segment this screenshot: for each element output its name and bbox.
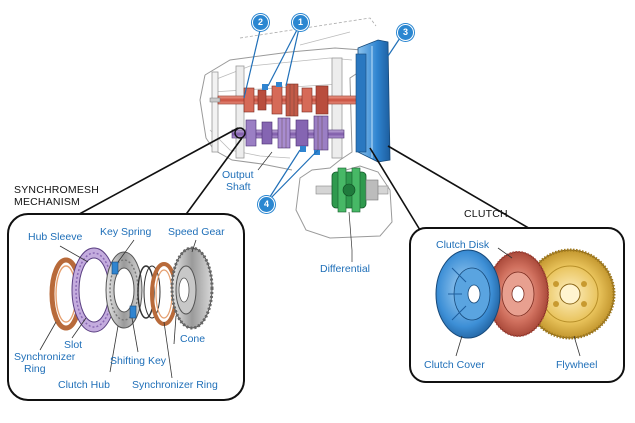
clutch-title: CLUTCH: [464, 208, 508, 220]
synchromesh-parts: [49, 246, 214, 333]
clutch-parts: [435, 248, 616, 340]
callout-3: 3: [397, 24, 414, 41]
clutch-disk-label: Clutch Disk: [436, 239, 490, 251]
differential-label: Differential: [320, 263, 370, 275]
callout-1: 1: [292, 14, 309, 31]
synchronizer-ring-right-label: Synchronizer Ring: [132, 379, 218, 391]
differential-unit: [315, 167, 389, 213]
housing-wall-right: [331, 57, 343, 159]
synchronizer-ring-left-line2: Ring: [24, 362, 46, 375]
callout-2: 2: [252, 14, 269, 31]
transaxle-assembly: [199, 17, 393, 262]
speed-gear-label: Speed Gear: [168, 226, 225, 238]
shift-rod-2: [299, 31, 351, 46]
callout-4: 4: [258, 196, 275, 213]
input-gears: [243, 82, 329, 117]
synchromesh-title-line1: SYNCHROMESH: [14, 184, 100, 196]
slot-label: Slot: [64, 339, 83, 351]
housing-wall-left: [211, 71, 219, 153]
output-shaft-label-line1: Output: [222, 169, 254, 181]
clutch-cover-label: Clutch Cover: [424, 359, 485, 371]
clutch-hub-label: Clutch Hub: [58, 379, 110, 391]
differential-leader: [348, 211, 353, 262]
output-shaft-label-line2: Shaft: [226, 180, 251, 193]
synchromesh-title: SYNCHROMESH MECHANISM: [14, 184, 99, 208]
shifting-key-label: Shifting Key: [110, 355, 167, 367]
zoom-origin-synchro: [234, 127, 246, 139]
output-shaft-label: Output Shaft: [222, 169, 254, 193]
callout-leaders: [243, 21, 405, 204]
flywheel-label: Flywheel: [556, 359, 598, 371]
hub-sleeve-label: Hub Sleeve: [28, 231, 83, 243]
clutch-housing-plate: [355, 53, 367, 153]
output-shaft-leader: [257, 151, 273, 171]
cone-label: Cone: [180, 333, 206, 345]
input-shaft-end: [209, 97, 221, 103]
synchromesh-title-line2: MECHANISM: [14, 196, 80, 209]
key-spring-label: Key Spring: [100, 226, 152, 238]
synchromesh-leaders: [39, 239, 197, 379]
clutch-leaders: [455, 247, 581, 357]
output-gears: [245, 115, 329, 155]
synchronizer-ring-left-line1: Synchronizer: [14, 351, 76, 363]
gear-teeth: [281, 84, 323, 150]
shift-rod: [239, 17, 377, 39]
synchronizer-ring-left-label: Synchronizer Ring: [14, 351, 76, 375]
